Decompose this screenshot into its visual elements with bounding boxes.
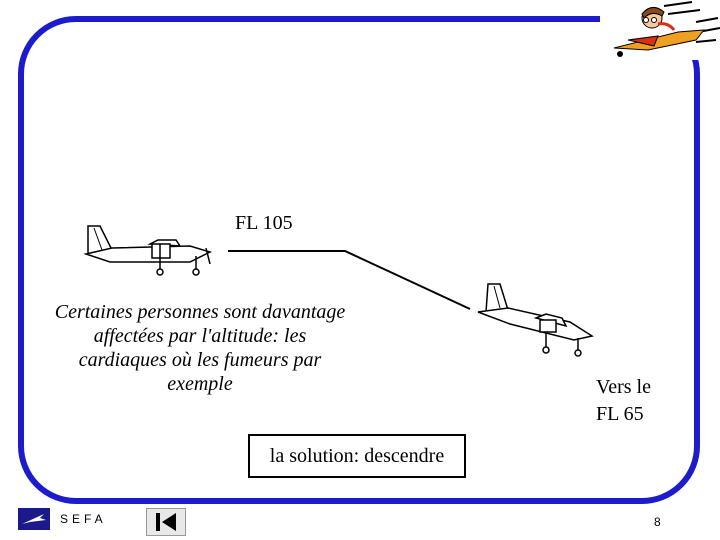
first-slide-button[interactable] — [146, 508, 186, 536]
airplane-icon-descending — [477, 283, 594, 357]
sefa-logo-icon — [18, 508, 50, 530]
target-flight-level: Vers le FL 65 — [596, 374, 651, 428]
flight-level-label: FL 105 — [235, 212, 293, 234]
target-line-1: Vers le — [596, 376, 651, 398]
pilot-mascot-icon — [613, 1, 720, 57]
page-number: 8 — [654, 515, 661, 529]
slide-frame — [18, 16, 700, 504]
altitude-note: Certaines personnes sont davantage affec… — [54, 301, 346, 395]
solution-box: la solution: descendre — [248, 434, 466, 478]
airplane-icon-cruise — [83, 225, 213, 276]
flight-path-line — [228, 250, 471, 310]
target-line-2: FL 65 — [596, 403, 644, 425]
footer-brand: SEFA — [60, 512, 107, 526]
